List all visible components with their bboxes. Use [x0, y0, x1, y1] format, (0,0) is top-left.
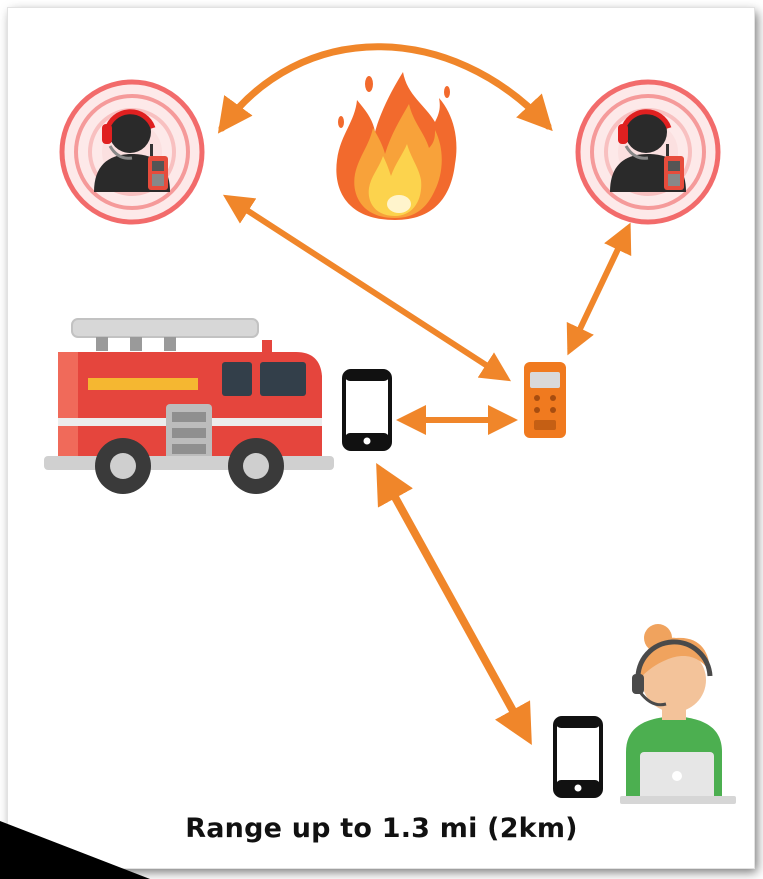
fire-icon	[336, 72, 457, 220]
arrow-phone-to-dispatch	[376, 462, 532, 746]
dispatcher-operator-icon	[620, 624, 736, 804]
arrows	[217, 43, 632, 746]
arrow-fighter-left-to-radio	[222, 194, 512, 382]
smartphone-icon	[344, 371, 390, 449]
corner-shadow	[0, 821, 150, 879]
arrow-fighter-right-to-radio	[566, 222, 632, 356]
arrow-fighter-to-fighter	[217, 43, 553, 134]
smartphone-icon	[555, 718, 601, 796]
portable-radio-icon	[524, 362, 566, 438]
range-caption: Range up to 1.3 mi (2km)	[185, 813, 578, 844]
firefighter-radio-icon	[62, 82, 202, 222]
fire-truck-icon	[44, 318, 334, 494]
firefighter-radio-icon	[578, 82, 718, 222]
